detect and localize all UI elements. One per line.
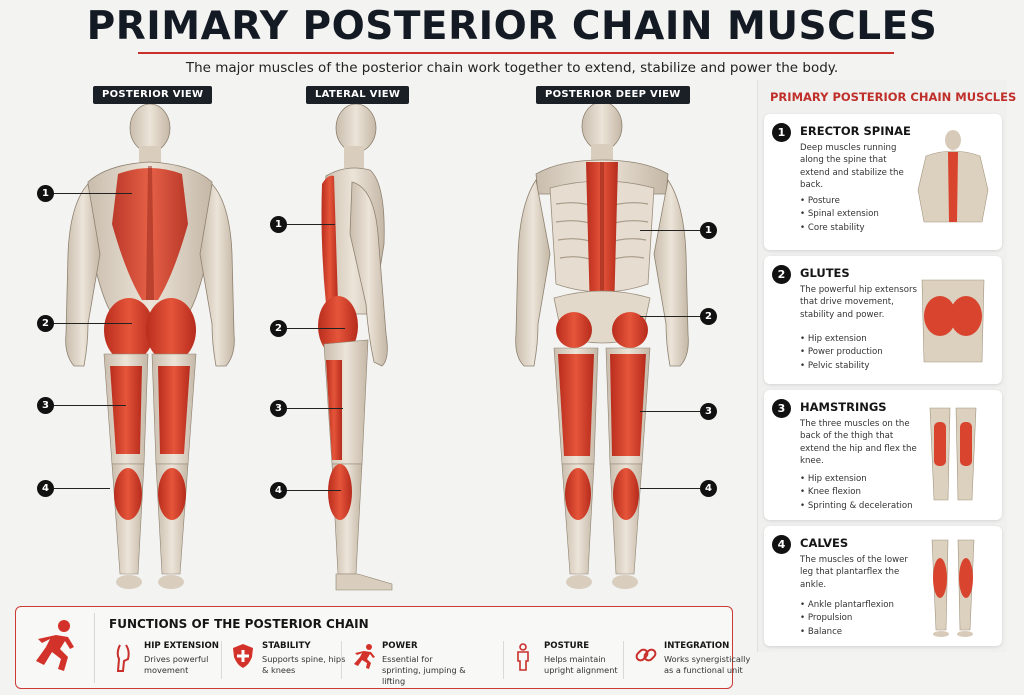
back-muscles-thumbnail-icon [917,130,989,223]
card-number: 1 [772,123,791,142]
bullet: Knee flexion [800,486,913,499]
card-bullets: Ankle plantarflexion Propulsion Balance [800,599,894,639]
bullet: Sprinting & deceleration [800,500,913,513]
glutes-thumbnail-icon [921,279,985,363]
card-bullets: Hip extension Power production Pelvic st… [800,333,883,373]
bullet: Propulsion [800,612,894,625]
page-title: PRIMARY POSTERIOR CHAIN MUSCLES [86,4,938,49]
card-bullets: Posture Spinal extension Core stability [800,195,879,235]
chain-link-icon [635,648,657,662]
bullet: Balance [800,626,894,639]
bullet: Spinal extension [800,208,879,221]
view-label-deep: POSTERIOR DEEP VIEW [536,86,690,104]
lateral-view-figure [318,104,393,591]
card-bullets: Hip extension Knee flexion Sprinting & d… [800,473,913,513]
card-title: GLUTES [800,266,850,280]
card-title: HAMSTRINGS [800,400,887,414]
hip-icon [116,644,130,672]
posterior-deep-view-figure [515,104,689,589]
muscle-card-erector-spinae: 1 ERECTOR SPINAE Deep muscles running al… [764,114,1002,250]
bullet: Pelvic stability [800,360,883,373]
muscle-card-calves: 4 CALVES The muscles of the lower leg th… [764,526,1002,646]
muscle-card-glutes: 2 GLUTES The powerful hip extensors that… [764,256,1002,384]
person-icon [517,643,529,671]
function-separator [503,641,504,679]
card-number: 2 [772,265,791,284]
calves-thumbnail-icon [931,539,975,637]
functions-divider [94,613,95,683]
shield-icon [233,644,253,668]
bullet: Power production [800,346,883,359]
card-number: 3 [772,399,791,418]
posterior-view-figure [65,104,235,589]
function-separator [623,641,624,679]
bullet: Posture [800,195,879,208]
card-description: The three muscles on the back of the thi… [800,419,917,466]
card-description: The muscles of the lower leg that planta… [800,555,908,590]
card-title: ERECTOR SPINAE [800,124,911,138]
functions-bar: FUNCTIONS OF THE POSTERIOR CHAIN HIP EXT… [15,606,750,689]
card-description: Deep muscles running along the spine tha… [800,143,904,190]
view-label-posterior: POSTERIOR VIEW [93,86,213,104]
card-number: 4 [772,535,791,554]
bullet: Ankle plantarflexion [800,599,894,612]
hamstrings-thumbnail-icon [929,407,977,501]
runner-icon [354,644,375,669]
card-title: CALVES [800,536,849,550]
card-description: The powerful hip extensors that drive mo… [800,285,917,320]
sprinter-icon [36,620,74,671]
page-subtitle: The major muscles of the posterior chain… [185,60,839,76]
title-underline [138,52,894,54]
panel-title: PRIMARY POSTERIOR CHAIN MUSCLES [770,90,1017,104]
bullet: Hip extension [800,333,883,346]
bullet: Hip extension [800,473,913,486]
function-separator [221,641,222,679]
function-separator [341,641,342,679]
functions-title: FUNCTIONS OF THE POSTERIOR CHAIN [109,617,369,631]
view-label-lateral: LATERAL VIEW [306,86,410,104]
muscle-info-panel: PRIMARY POSTERIOR CHAIN MUSCLES 1 ERECTO… [757,80,1016,652]
bullet: Core stability [800,222,879,235]
muscle-card-hamstrings: 3 HAMSTRINGS The three muscles on the ba… [764,390,1002,520]
